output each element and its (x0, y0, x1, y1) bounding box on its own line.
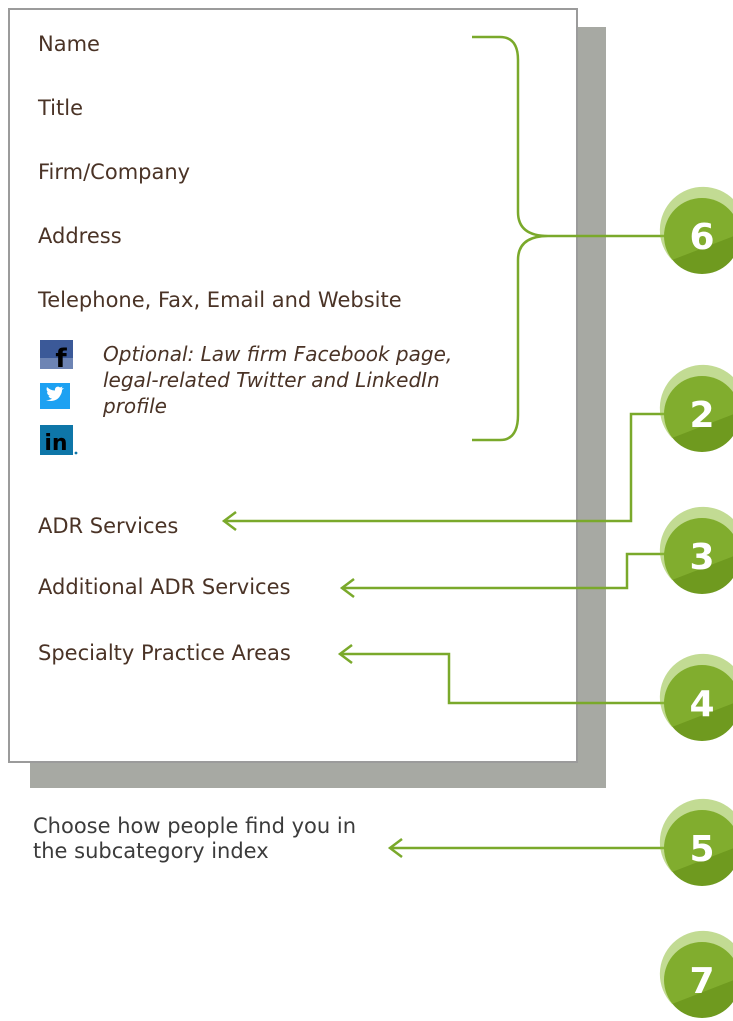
adr-services-field: ADR Services (38, 514, 179, 538)
badge-7-label: 7 (689, 961, 714, 1002)
additional-adr-field: Additional ADR Services (38, 575, 291, 599)
connector-4 (340, 652, 666, 705)
badge-4-label: 4 (689, 684, 714, 725)
linkedin-glyph: in (44, 431, 67, 455)
name-field: Name (38, 32, 100, 56)
contact-field: Telephone, Fax, Email and Website (38, 288, 402, 312)
optional-social-note: Optional: Law firm Facebook page, legal-… (103, 342, 453, 418)
arrowhead-4 (337, 644, 353, 664)
specialty-field: Specialty Practice Areas (38, 641, 291, 665)
facebook-glyph: f (55, 344, 67, 369)
twitter-icon (40, 383, 70, 409)
address-field: Address (38, 224, 122, 248)
connector-3 (342, 552, 666, 590)
badge-5-label: 5 (689, 829, 714, 870)
connector-2 (224, 412, 666, 523)
badge-2-label: 2 (689, 395, 714, 436)
contact-bracket (472, 35, 549, 442)
linkedin-icon: in (40, 425, 78, 455)
badge-4: 4 (659, 653, 733, 741)
title-field: Title (38, 96, 84, 120)
badge-2: 2 (659, 364, 733, 452)
badge-7: 7 (659, 930, 733, 1018)
profile-card (8, 8, 578, 763)
subcategory-note: Choose how people find you in the subcat… (33, 814, 357, 863)
badge-6-label: 6 (689, 217, 714, 258)
badge-6: 6 (659, 186, 733, 274)
firm-field: Firm/Company (38, 160, 191, 184)
arrowhead-3 (339, 578, 355, 598)
badge-3: 3 (659, 506, 733, 594)
facebook-icon: f (40, 340, 73, 369)
badge-3-label: 3 (689, 537, 714, 578)
badge-5: 5 (659, 798, 733, 886)
arrowhead-5 (387, 838, 403, 858)
arrowhead-2 (221, 511, 237, 531)
